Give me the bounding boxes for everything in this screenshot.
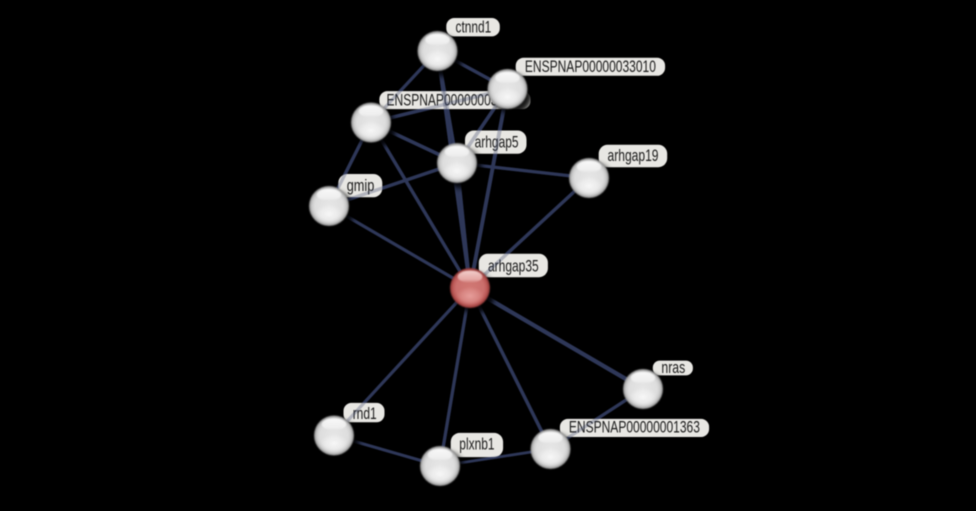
svg-text:ENSPNAP00000001363: ENSPNAP00000001363 bbox=[569, 419, 700, 437]
svg-text:plxnb1: plxnb1 bbox=[459, 436, 494, 454]
svg-text:gmip: gmip bbox=[347, 177, 375, 195]
svg-text:rnd1: rnd1 bbox=[353, 405, 377, 423]
svg-text:arhgap35: arhgap35 bbox=[488, 258, 539, 276]
svg-text:ENSPNAP00000033010: ENSPNAP00000033010 bbox=[525, 58, 656, 76]
svg-text:nras: nras bbox=[661, 359, 685, 377]
svg-text:arhgap19: arhgap19 bbox=[608, 147, 659, 165]
svg-text:ctnnd1: ctnnd1 bbox=[456, 19, 492, 37]
svg-text:ENSPNAP00000003301: ENSPNAP00000003301 bbox=[387, 92, 518, 110]
svg-text:arhgap5: arhgap5 bbox=[475, 134, 519, 152]
